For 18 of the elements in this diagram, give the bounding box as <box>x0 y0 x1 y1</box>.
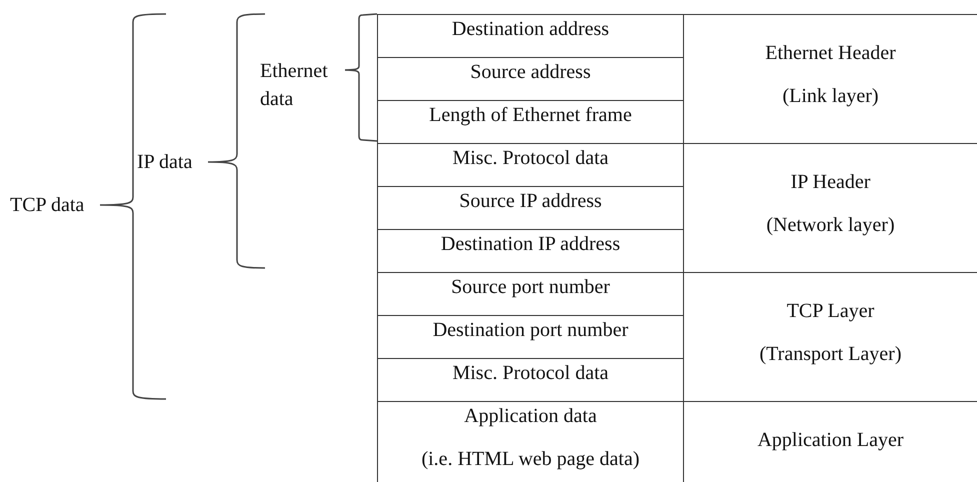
layer-label: (Transport Layer) <box>759 342 902 367</box>
layer-label: IP Header <box>790 170 870 195</box>
field-label: Misc. Protocol data <box>452 361 609 386</box>
field-label: Misc. Protocol data <box>452 146 609 171</box>
field-label: Source address <box>470 60 591 85</box>
field-label: Source port number <box>451 275 610 300</box>
layer-label: (Network layer) <box>766 213 895 238</box>
field-label: Length of Ethernet frame <box>429 103 632 128</box>
layer-label: Ethernet Header <box>765 41 896 66</box>
field-label: Source IP address <box>459 189 602 214</box>
layer-label: (Link layer) <box>782 84 879 109</box>
field-label: Application data <box>464 404 597 429</box>
field-label: (i.e. HTML web page data) <box>421 447 640 472</box>
field-label: Destination address <box>452 17 610 42</box>
layer-label: TCP Layer <box>786 299 874 324</box>
field-label: Destination IP address <box>440 232 620 257</box>
layer-label: Application Layer <box>757 428 904 453</box>
field-label: Destination port number <box>432 318 628 343</box>
